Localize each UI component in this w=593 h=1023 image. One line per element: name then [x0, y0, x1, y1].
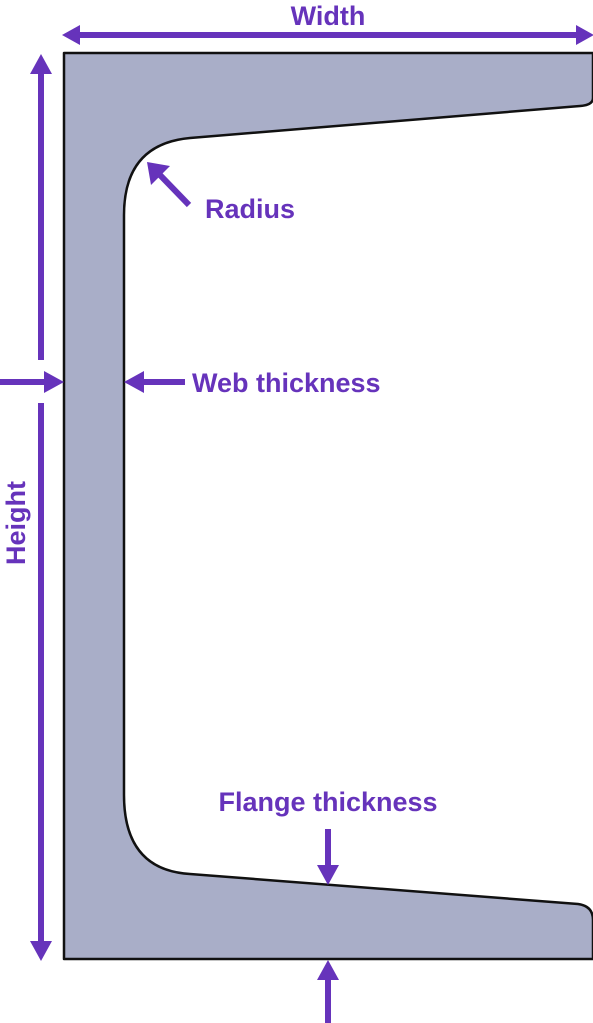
channel-section-shape — [62, 51, 593, 961]
radius-label: Radius — [205, 194, 295, 224]
web-thickness-label: Web thickness — [192, 368, 381, 398]
flange-thickness-label: Flange thickness — [218, 787, 437, 817]
height-dimension-arrow — [30, 54, 52, 961]
radius-arrow — [147, 162, 192, 208]
height-label: Height — [1, 481, 31, 565]
flange-thickness-top-arrow — [317, 829, 339, 885]
width-dimension-arrow — [62, 25, 593, 45]
web-thickness-inner-arrow — [124, 371, 185, 393]
web-thickness-outer-arrow — [0, 371, 64, 393]
flange-thickness-bottom-arrow — [317, 960, 339, 1023]
width-label: Width — [291, 1, 366, 31]
